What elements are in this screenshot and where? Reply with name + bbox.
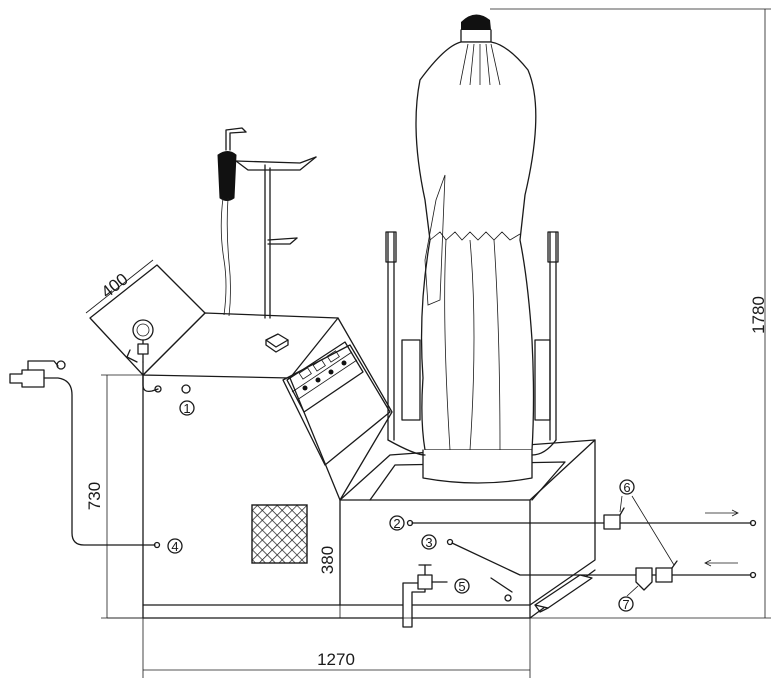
callout-2: 2 [389, 515, 405, 531]
flow-arrows [704, 509, 739, 567]
top-valve [265, 333, 289, 353]
gauge-box [89, 264, 206, 393]
svg-text:6: 6 [623, 480, 630, 495]
svg-text:5: 5 [458, 579, 465, 594]
dimension-lines [85, 8, 771, 678]
dim-1780: 1780 [749, 296, 768, 334]
callout-6: 6 [619, 479, 675, 566]
vent-grille [251, 504, 308, 564]
callout-5: 5 [454, 578, 470, 594]
svg-text:3: 3 [425, 535, 432, 550]
dim-380: 380 [318, 546, 337, 574]
iron-stand [217, 127, 317, 319]
control-panel [286, 341, 364, 413]
dim-730: 730 [85, 482, 104, 510]
dim-1270: 1270 [317, 650, 355, 669]
callout-3: 3 [421, 534, 437, 550]
svg-text:2: 2 [393, 516, 400, 531]
callout-1: 1 [179, 384, 195, 416]
svg-text:4: 4 [171, 539, 178, 554]
svg-text:1: 1 [183, 401, 190, 416]
supply-lines [9, 360, 757, 628]
callout-7: 7 [618, 585, 639, 612]
callout-4: 4 [167, 538, 183, 554]
svg-text:7: 7 [622, 597, 629, 612]
body-form [385, 14, 559, 484]
